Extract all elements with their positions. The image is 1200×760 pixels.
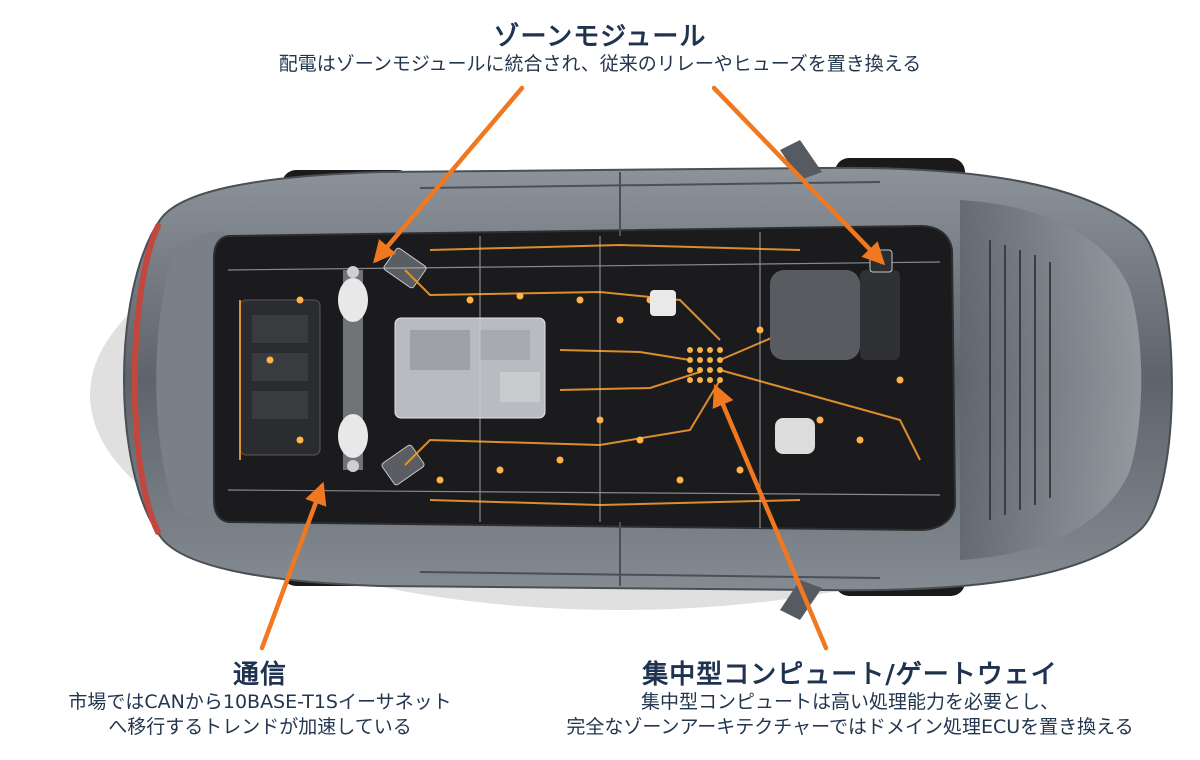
communication-title: 通信 [232, 660, 287, 690]
mirror-bottom [780, 580, 822, 620]
zone-module-description: 配電はゾーンモジュールに統合され、従来のリレーやヒューズを置き換える [278, 53, 922, 75]
callout-communication: 通信 市場ではCANから10BASE-T1Sイーサネット へ移行するトレンドが加… [20, 660, 500, 740]
central-compute-description-line1: 集中型コンピュートは高い処理能力を必要とし、 [640, 691, 1059, 713]
arrow-communication [259, 481, 327, 651]
arrow-central-compute [712, 383, 829, 651]
front-grille [989, 240, 1051, 520]
central-compute-description-line2: 完全なゾーンアーキテクチャーではドメイン処理ECUを置き換える [566, 716, 1134, 738]
communication-description-line2: へ移行するトレンドが加速している [108, 716, 412, 738]
drive-unit [394, 317, 546, 419]
network-nodes [266, 292, 904, 484]
callout-central-compute: 集中型コンピュート/ゲートウェイ 集中型コンピュートは高い処理能力を必要とし、 … [500, 660, 1200, 740]
rear-deck [156, 231, 225, 527]
rear-battery-module [239, 299, 321, 456]
arrow-zone-rear [373, 85, 525, 264]
callout-arrows [259, 85, 886, 651]
mirror-top [780, 140, 822, 180]
central-compute-title: 集中型コンピュート/ゲートウェイ [642, 660, 1058, 690]
callout-zone-module: ゾーンモジュール 配電はゾーンモジュールに統合され、従来のリレーやヒューズを置き… [150, 22, 1050, 77]
front-components [650, 249, 900, 454]
tail-light [131, 223, 161, 535]
arrow-zone-front [711, 85, 886, 266]
central-compute-cluster [687, 347, 723, 383]
communication-description-line1: 市場ではCANから10BASE-T1Sイーサネット [68, 691, 452, 713]
data-lines [227, 232, 941, 528]
zone-module-title: ゾーンモジュール [493, 22, 707, 52]
